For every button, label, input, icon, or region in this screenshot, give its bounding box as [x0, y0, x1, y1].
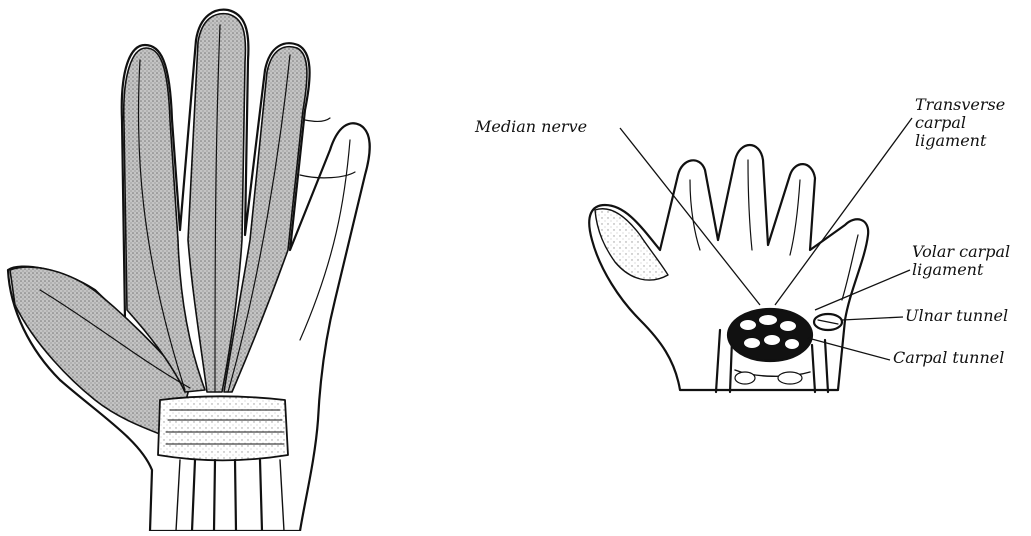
transverse-carpal-ligament-label: Transverse carpal ligament	[915, 96, 1025, 150]
right-hand-drawing	[589, 145, 868, 392]
ulnar-tunnel-leader	[842, 317, 903, 320]
left-wrist-ligament	[158, 396, 288, 460]
carpal-tunnel-label: Carpal tunnel	[893, 349, 1004, 367]
median-nerve-label: Median nerve	[475, 118, 587, 136]
left-hand-drawing	[8, 10, 370, 531]
volar-carpal-ligament-label: Volar carpal ligament	[912, 243, 1030, 279]
ulnar-tunnel-label: Ulnar tunnel	[905, 307, 1008, 325]
